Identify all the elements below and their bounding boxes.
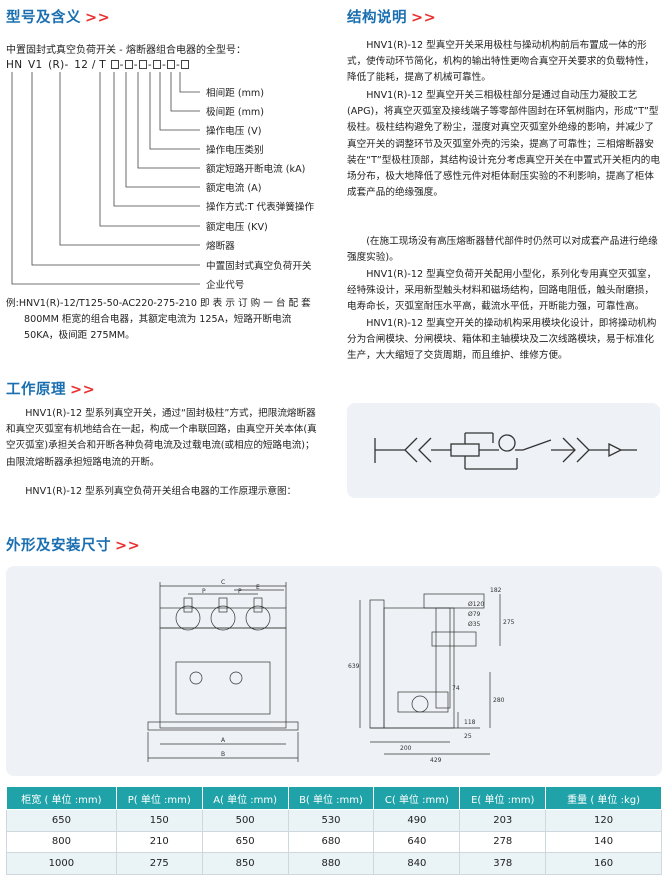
svg-text:Ø79: Ø79 — [468, 611, 481, 618]
principle-paragraph-1: HNV1(R)-12 型系列真空开关，通过“固封极柱”方式，把限流熔断器和真空灭… — [6, 408, 317, 468]
table-header-cell: E( 单位 :mm) — [459, 786, 547, 810]
section-title-model: 型号及含义>> — [6, 10, 111, 26]
svg-text:B: B — [221, 751, 225, 758]
structure-paragraph-1: HNV1(R)-12 型真空开关采用极柱与操动机构前后布置成一体的形式，使传动环… — [347, 40, 654, 84]
svg-text:A: A — [221, 737, 226, 744]
model-label-operating-voltage: 操作电压 (V) — [206, 126, 262, 137]
table-cell: 203 — [459, 809, 547, 832]
model-label-pole-spacing: 极间距 (mm) — [206, 107, 265, 118]
table-cell: 210 — [115, 830, 203, 853]
svg-text:25: 25 — [464, 733, 472, 740]
model-label-phase-spacing: 相间距 (mm) — [206, 88, 265, 99]
svg-text:429: 429 — [430, 757, 442, 764]
table-cell: 275 — [115, 852, 203, 875]
table-cell: 500 — [201, 809, 289, 832]
svg-text:C: C — [221, 579, 225, 586]
model-example-line-1: 例:HNV1(R)-12/T125-50-AC220-275-210 即 表 示… — [6, 298, 311, 309]
model-label-rated-current: 额定电流 (A) — [206, 183, 262, 194]
table-header-cell: 柜宽 ( 单位 :mm) — [6, 786, 117, 810]
model-label-rated-voltage: 额定电压 (KV) — [206, 222, 268, 233]
svg-text:118: 118 — [464, 719, 476, 726]
front-view-drawing: C E P P A B — [147, 579, 299, 762]
svg-text:Ø35: Ø35 — [468, 621, 481, 628]
svg-text:280: 280 — [493, 697, 505, 704]
svg-text:200: 200 — [400, 745, 412, 752]
svg-text:639: 639 — [348, 663, 360, 670]
table-cell: 278 — [459, 830, 547, 853]
table-header-row: 柜宽 ( 单位 :mm) P( 单位 :mm) A( 单位 :mm) B( 单位… — [6, 786, 662, 810]
circuit-schematic — [374, 432, 637, 470]
structure-paragraph-5: HNV1(R)-12 型真空开关的操动机构采用模块化设计，即将操动机构分为合闸模… — [347, 318, 657, 362]
section-title-principle: 工作原理>> — [6, 382, 96, 398]
svg-text:E: E — [256, 584, 260, 591]
section-title-structure: 结构说明>> — [347, 10, 437, 26]
table-header-cell: C( 单位 :mm) — [373, 786, 461, 810]
table-header-cell: P( 单位 :mm) — [115, 786, 203, 810]
table-cell: 640 — [373, 830, 461, 853]
table-row: 1000 275 850 880 840 378 160 — [6, 852, 662, 875]
table-cell: 1000 — [6, 852, 117, 875]
table-cell: 120 — [545, 809, 662, 832]
table-cell: 530 — [287, 809, 375, 832]
table-cell: 490 — [373, 809, 461, 832]
working-principle-diagram — [347, 403, 660, 498]
model-example-line-3: 50KA，极间距 275MM。 — [24, 330, 135, 341]
model-label-voltage-type: 操作电压类别 — [206, 145, 264, 156]
model-example-line-2: 800MM 柜宽的组合电器，其额定电流为 125A，短路开断电流 — [24, 314, 292, 325]
table-header-cell: 重量 ( 单位 :kg) — [545, 786, 662, 810]
table-cell: 140 — [545, 830, 662, 853]
model-label-short-circuit-current: 额定短路开断电流 (kA) — [206, 164, 306, 175]
model-label-operation-mode: 操作方式:T 代表弹簧操作 — [206, 202, 315, 213]
table-header-cell: A( 单位 :mm) — [201, 786, 289, 810]
structure-paragraph-4: HNV1(R)-12 型真空负荷开关配用小型化，系列化专用真空灭弧室，经特殊设计… — [347, 269, 657, 313]
table-cell: 150 — [115, 809, 203, 832]
table-cell: 378 — [459, 852, 547, 875]
svg-text:P: P — [202, 588, 206, 595]
table-row: 650 150 500 530 490 203 120 — [6, 809, 662, 832]
svg-text:Ø120: Ø120 — [468, 601, 484, 608]
side-view-drawing: 182 Ø120 Ø79 Ø35 275 639 74 118 280 25 2… — [348, 587, 515, 764]
table-cell: 850 — [201, 852, 289, 875]
structure-paragraph-3: (在施工现场没有高压熔断器替代部件时仍然可以对成套产品进行绝缘强度实验)。 — [347, 236, 658, 264]
model-code: HN V1 (R)- 12 / T ----- — [6, 59, 190, 71]
table-cell: 160 — [545, 852, 662, 875]
model-intro: 中置固封式真空负荷开关 - 熔断器组合电器的全型号： — [6, 45, 246, 56]
table-row: 800 210 650 680 640 278 140 — [6, 830, 662, 853]
table-cell: 680 — [287, 830, 375, 853]
svg-text:P: P — [238, 588, 242, 595]
table-cell: 650 — [6, 809, 117, 832]
structure-paragraph-2: HNV1(R)-12 型真空开关三相极柱部分是通过自动压力凝胶工艺(APG)，将… — [347, 90, 660, 199]
dimension-spec-table: 柜宽 ( 单位 :mm) P( 单位 :mm) A( 单位 :mm) B( 单位… — [6, 786, 662, 875]
table-header-cell: B( 单位 :mm) — [287, 786, 375, 810]
table-cell: 800 — [6, 830, 117, 853]
svg-text:275: 275 — [503, 619, 515, 626]
model-label-fuse: 熔断器 — [206, 241, 235, 252]
model-tree-lines — [11, 72, 200, 285]
svg-text:74: 74 — [452, 685, 460, 692]
table-cell: 840 — [373, 852, 461, 875]
svg-text:182: 182 — [490, 587, 502, 594]
table-cell: 880 — [287, 852, 375, 875]
dimension-drawing-panel: C E P P A B 182 Ø120 Ø79 Ø35 275 639 — [6, 566, 662, 776]
model-label-switch: 中置固封式真空负荷开关 — [206, 261, 312, 272]
section-title-dimensions: 外形及安装尺寸>> — [6, 538, 141, 554]
table-cell: 650 — [201, 830, 289, 853]
principle-paragraph-2: HNV1(R)-12 型系列真空负荷开关组合电器的工作原理示意图： — [25, 486, 297, 497]
model-label-company-code: 企业代号 — [206, 280, 245, 291]
